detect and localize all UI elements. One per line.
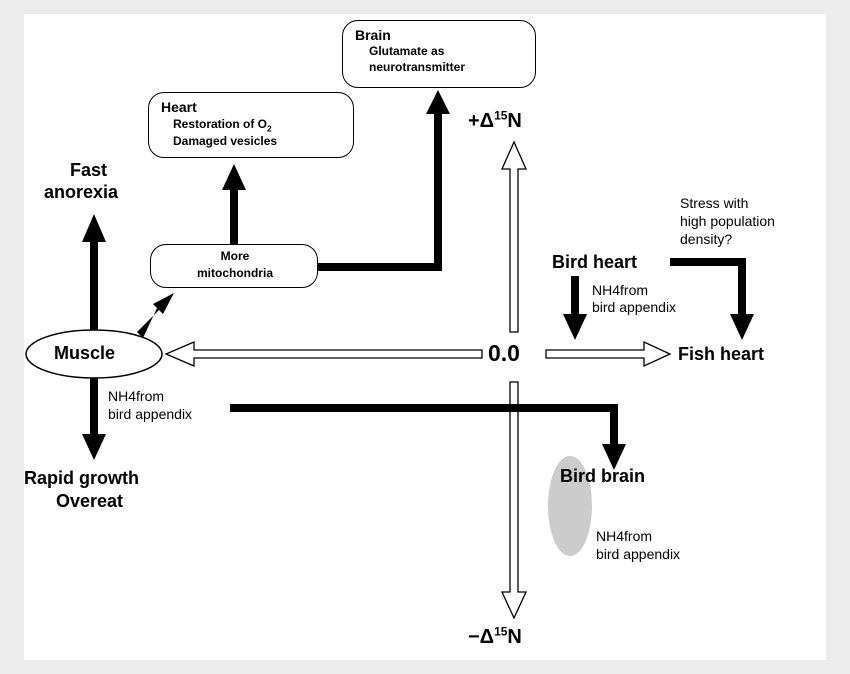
brain-box: Brain Glutamate as neurotransmitter — [342, 20, 536, 88]
heart-box-line1: Restoration of O2 — [173, 117, 272, 134]
fast-label: Fast — [70, 160, 108, 180]
muscle-ellipse — [25, 329, 163, 379]
more-mito-line1: More — [220, 249, 250, 263]
stress-line3: density? — [680, 231, 733, 247]
arrow-nh4-to-bird-brain — [230, 404, 626, 470]
diagram-canvas: Brain Glutamate as neurotransmitter Hear… — [24, 14, 826, 660]
fish-heart-label: Fish heart — [678, 344, 765, 364]
bird-heart-label: Bird heart — [552, 252, 638, 272]
axis-arrow-right — [545, 340, 672, 368]
rapid-growth-label: Rapid growth — [24, 468, 139, 488]
origin-label: 0.0 — [488, 340, 520, 366]
arrow-bird-heart-down — [563, 276, 587, 340]
axis-arrow-down — [500, 381, 528, 620]
bird-brain-ellipse — [548, 456, 592, 556]
arrow-bird-heart-to-fish-heart — [670, 258, 754, 340]
arrow-mito-to-heart — [222, 164, 246, 246]
nh4-bird-brain-line1: NH4from — [596, 528, 653, 544]
nh4-muscle-line2: bird appendix — [108, 406, 193, 422]
brain-box-line1: Glutamate as — [369, 44, 445, 58]
heart-box-line2: Damaged vesicles — [173, 134, 278, 148]
axis-positive-label: +Δ15N — [468, 108, 522, 132]
heart-box-title: Heart — [161, 99, 197, 115]
muscle-label: Muscle — [54, 343, 116, 363]
axis-negative-label: −Δ15N — [468, 624, 522, 648]
more-mito-line2: mitochondria — [196, 266, 273, 280]
arrow-muscle-to-anorexia — [82, 214, 106, 332]
overeat-label: Overeat — [56, 491, 124, 511]
arrows-layer — [25, 90, 754, 620]
axis-arrow-up — [500, 140, 528, 333]
axis-arrow-left — [164, 341, 483, 367]
arrow-muscle-to-growth — [82, 374, 106, 460]
heart-box: Heart Restoration of O2 Damaged vesicles — [148, 92, 354, 158]
stress-line2: high population — [680, 213, 775, 229]
nh4-bird-heart-line2: bird appendix — [592, 299, 677, 315]
nh4-bird-heart-line1: NH4from — [592, 282, 649, 298]
brain-box-title: Brain — [355, 27, 391, 43]
nh4-muscle-line1: NH4from — [108, 388, 165, 404]
nh4-bird-brain-line2: bird appendix — [596, 546, 681, 562]
brain-box-line2: neurotransmitter — [369, 60, 466, 74]
arrow-muscle-to-mitochondria — [137, 293, 174, 338]
more-mitochondria-box: More mitochondria — [150, 244, 318, 288]
stress-line1: Stress with — [680, 195, 749, 211]
arrow-mito-to-brain — [318, 90, 450, 271]
bird-brain-label: Bird brain — [560, 466, 646, 486]
anorexia-label: anorexia — [44, 182, 119, 202]
